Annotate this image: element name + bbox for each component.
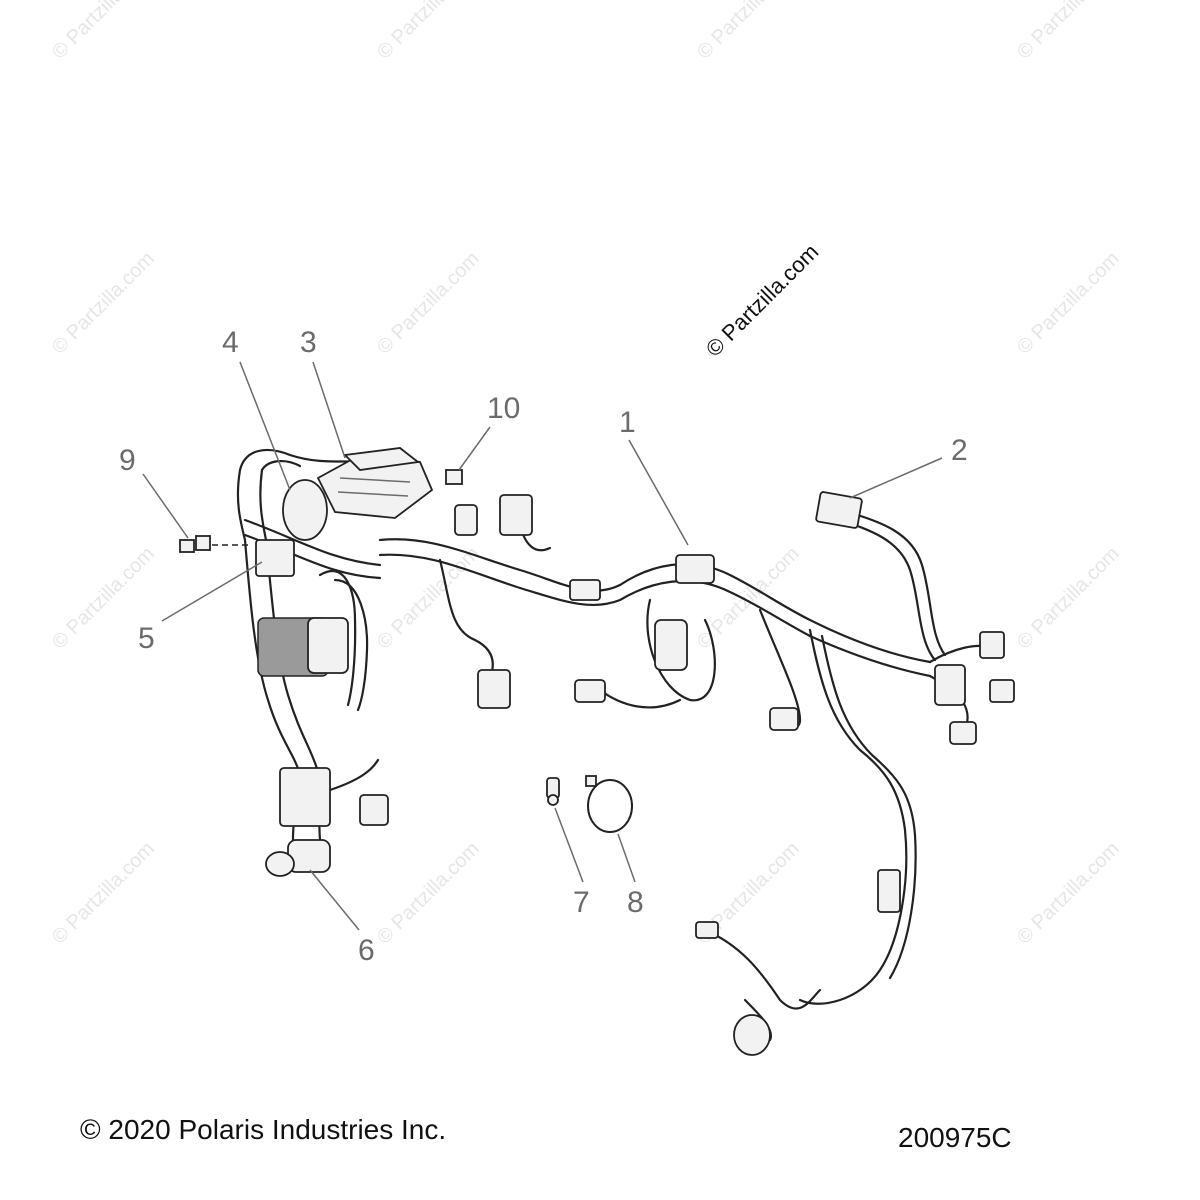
callout-8: 8 <box>627 886 644 919</box>
leader-line-7 <box>554 807 584 883</box>
callout-leaders <box>142 361 943 931</box>
harness-branch-sensor <box>328 758 380 792</box>
connector <box>934 664 966 706</box>
callout-10: 10 <box>487 392 520 425</box>
watermark-text: © Partzilla.com <box>1013 0 1124 64</box>
watermark-text: © Partzilla.com <box>693 0 804 64</box>
harness-pigtail-a <box>438 558 494 680</box>
connector <box>949 721 977 745</box>
connector <box>979 631 1005 659</box>
connector <box>454 504 478 536</box>
ecu-connector-b <box>307 617 349 674</box>
harness-main-trunk-lower <box>378 553 932 678</box>
callout-1: 1 <box>619 406 636 439</box>
leader-line-3 <box>312 361 346 459</box>
connector <box>769 707 799 731</box>
connector <box>574 679 606 703</box>
harness-branch-2 <box>838 510 947 662</box>
connector <box>359 794 389 826</box>
callout-labels: 1 2 3 4 5 6 7 8 9 10 <box>119 326 968 967</box>
watermark-text: © Partzilla.com <box>48 838 159 949</box>
connector <box>654 619 688 671</box>
leader-line-5 <box>161 561 263 622</box>
callout-9: 9 <box>119 444 136 477</box>
copyright-notice: © 2020 Polaris Industries Inc. <box>80 1114 447 1145</box>
fuse-box-top <box>343 447 421 471</box>
mini-fuse <box>195 535 211 551</box>
connector <box>877 869 901 913</box>
leader-line-1 <box>628 439 689 546</box>
callout-2: 2 <box>951 434 968 467</box>
relay-lower <box>279 767 331 827</box>
partzilla-watermark: © Partzilla.com <box>701 239 824 362</box>
cable-tie-head <box>585 775 597 787</box>
cable-tie <box>587 779 633 833</box>
relay <box>255 539 295 577</box>
watermark-grid: © Partzilla.com © Partzilla.com © Partzi… <box>48 0 1124 949</box>
callout-6: 6 <box>358 934 375 967</box>
leader-line-2 <box>849 457 943 499</box>
watermark-text: © Partzilla.com <box>1013 248 1124 359</box>
leader-line-6 <box>309 869 360 931</box>
watermark-text: © Partzilla.com <box>1013 838 1124 949</box>
leader-line-9 <box>142 473 189 539</box>
connector <box>989 679 1015 703</box>
leader-line-10 <box>458 426 491 471</box>
diagram-code: 200975C <box>898 1122 1012 1153</box>
leader-line-8 <box>617 833 636 883</box>
connector <box>499 494 533 536</box>
mini-fuse <box>179 539 195 553</box>
harness-clip <box>445 469 463 485</box>
harness-grommet <box>282 479 328 541</box>
watermark-text: © Partzilla.com <box>48 0 159 64</box>
capacitor-end <box>265 851 295 877</box>
screw-head <box>547 794 559 806</box>
harness-pigtail-c <box>646 598 716 702</box>
connector <box>675 554 715 584</box>
harness-drop-branch <box>798 628 917 1005</box>
harness-pigtail-d <box>598 688 682 709</box>
watermark-text: © Partzilla.com <box>48 248 159 359</box>
wire-harness-assembly <box>236 448 997 1042</box>
connector <box>569 579 601 601</box>
callout-4: 4 <box>222 326 239 359</box>
connector <box>695 921 719 939</box>
watermark-text: © Partzilla.com <box>1013 543 1124 654</box>
harness-main-trunk <box>378 538 932 664</box>
harness-components <box>179 447 1015 1056</box>
callout-5: 5 <box>138 622 155 655</box>
callout-7: 7 <box>573 886 590 919</box>
fuse-box-detail <box>339 477 411 483</box>
callout-3: 3 <box>300 326 317 359</box>
watermark-text: © Partzilla.com <box>373 0 484 64</box>
harness-pigtail-f <box>703 928 822 1010</box>
watermark-text: © Partzilla.com <box>373 838 484 949</box>
connector <box>477 669 511 709</box>
round-connector <box>733 1014 771 1056</box>
harness-inner-loop <box>318 569 369 712</box>
connector <box>815 491 863 529</box>
leader-line-4 <box>239 361 291 491</box>
fuse-box-detail <box>337 491 409 497</box>
watermark-text: © Partzilla.com <box>373 248 484 359</box>
